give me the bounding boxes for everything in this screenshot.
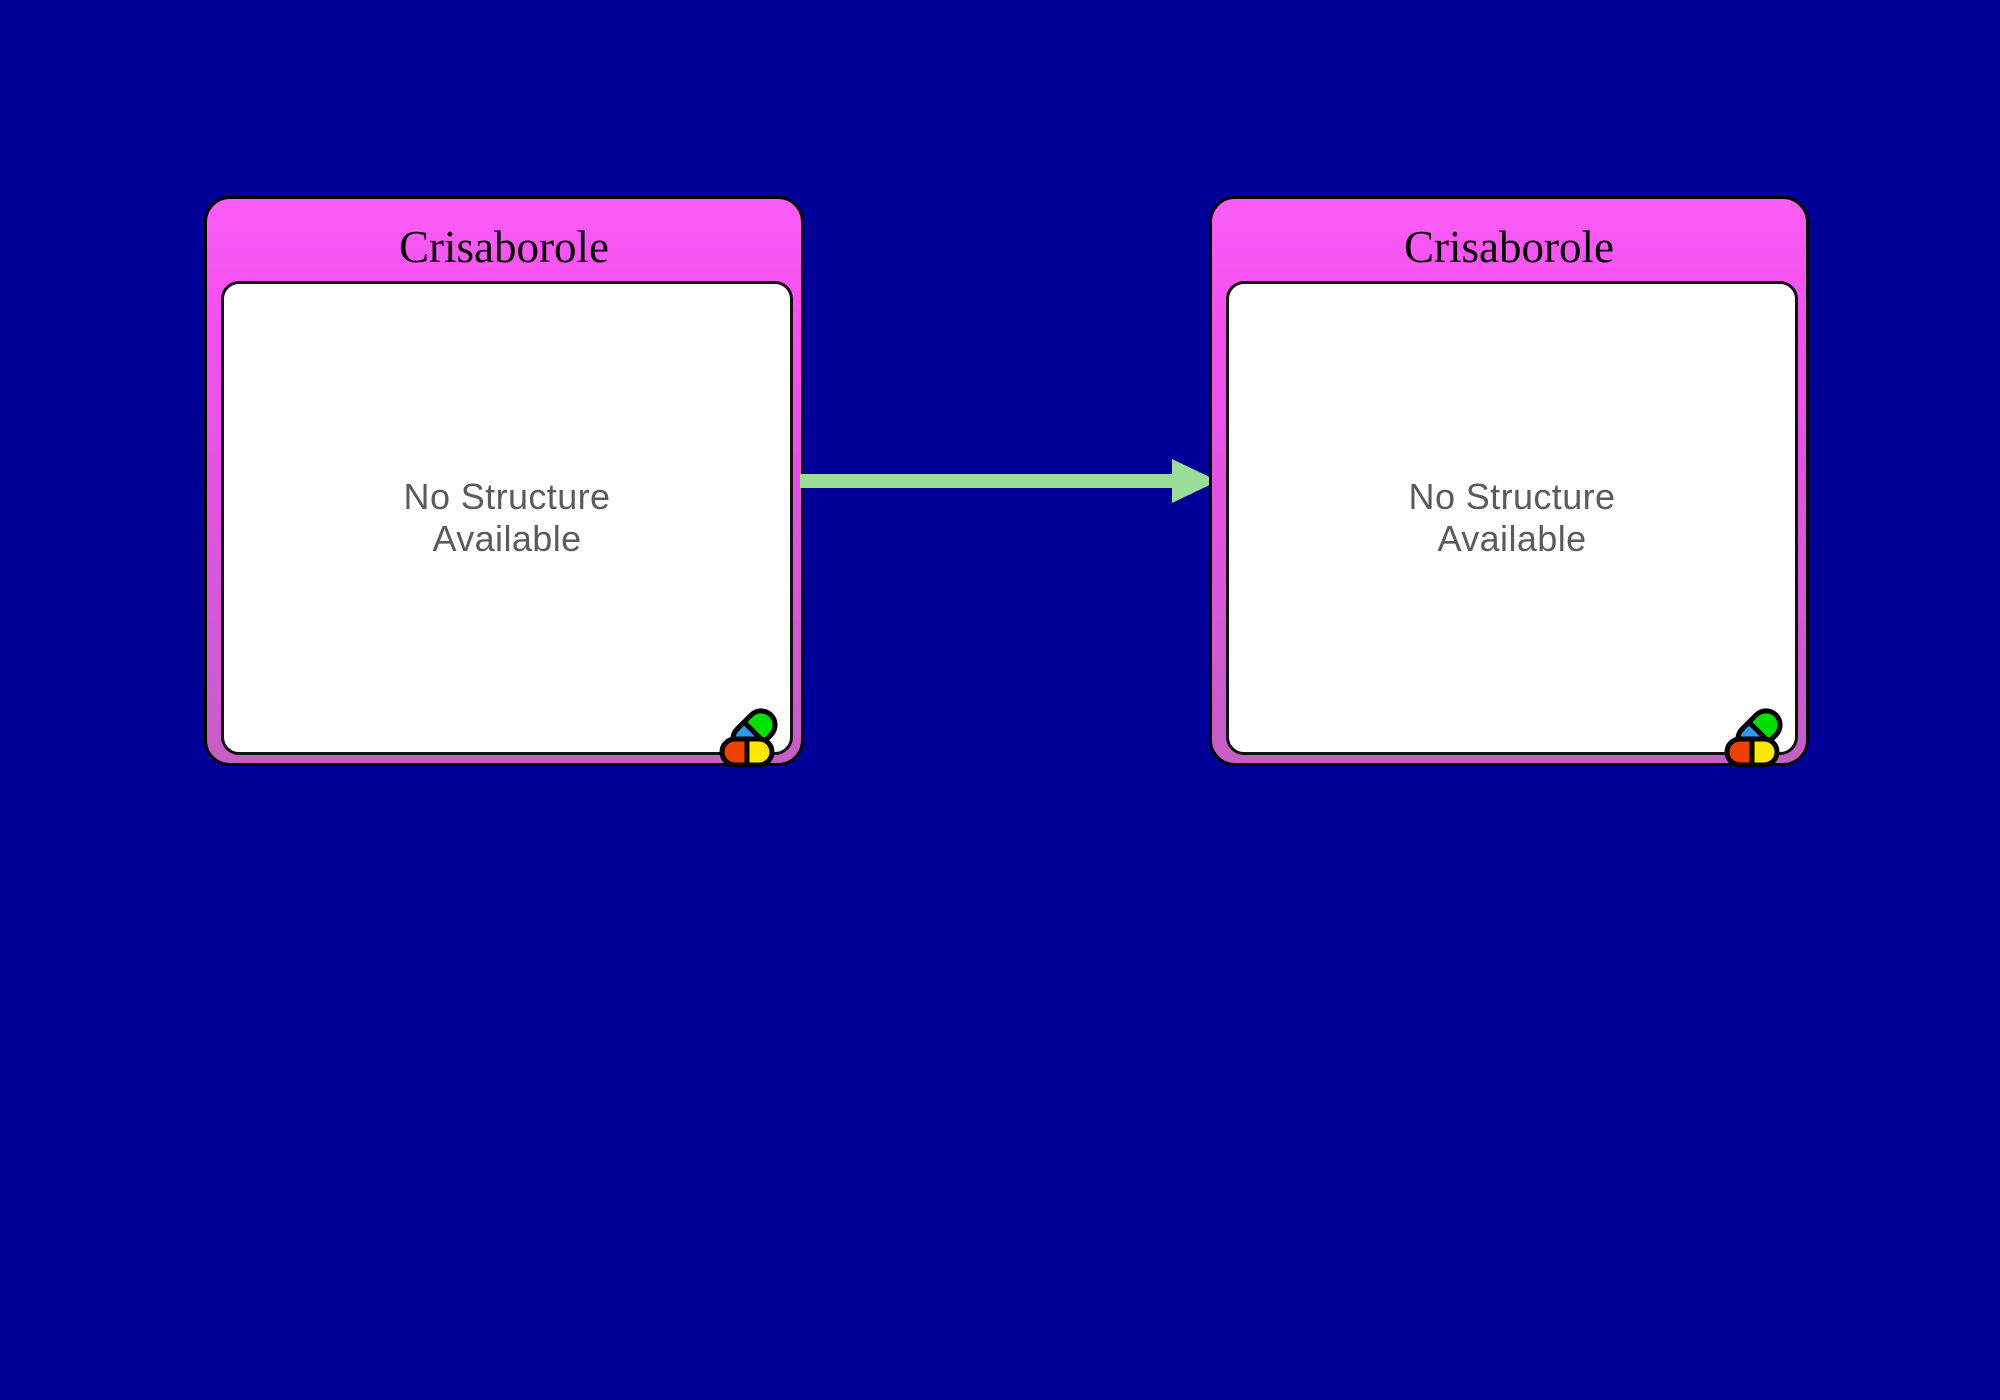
pill-a-green-half: [741, 708, 778, 745]
pill-b-yellow-half: [744, 736, 775, 768]
pill-b-orange-half: [1724, 736, 1755, 768]
pill-b-orange-half: [719, 736, 750, 768]
node-structure-panel: No Structure Available: [221, 281, 793, 768]
pill-badge-icon: [719, 708, 778, 768]
pill-a-blue-half: [730, 719, 767, 756]
node-title: Crisaborole: [1404, 222, 1614, 272]
pill-a-green-half: [1746, 708, 1783, 745]
pill-a-blue-half: [1735, 719, 1772, 756]
graph-node-crisaborole-left[interactable]: Crisaborole No Structure Available: [204, 196, 804, 768]
edge-arrow-left-to-right[interactable]: [800, 455, 1218, 507]
pill-b-yellow-half: [1749, 736, 1780, 768]
arrow-shape: [800, 459, 1218, 503]
no-structure-available-label: No Structure Available: [1408, 475, 1616, 559]
graph-node-crisaborole-right[interactable]: Crisaborole No Structure Available: [1209, 196, 1809, 768]
node-title: Crisaborole: [399, 222, 609, 272]
no-structure-available-label: No Structure Available: [403, 475, 611, 559]
node-structure-panel: No Structure Available: [1226, 281, 1798, 768]
pill-badge-icon: [1724, 708, 1783, 768]
